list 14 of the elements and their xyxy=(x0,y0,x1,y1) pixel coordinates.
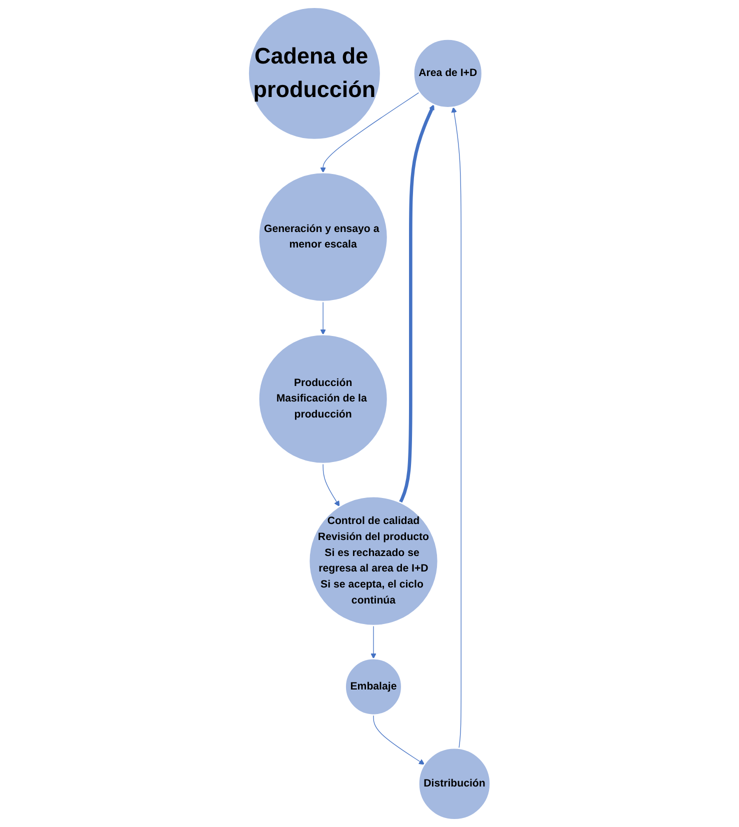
node-circle: Cadena de producción xyxy=(248,6,382,140)
node-circle: Generación y ensayo a menor escala xyxy=(258,172,388,302)
arrow xyxy=(320,301,326,335)
arrow xyxy=(370,625,377,659)
arrow xyxy=(399,104,435,504)
arrow xyxy=(320,92,420,173)
node-circle: Area de I+D xyxy=(413,38,483,108)
node-circle: Control de calidad Revisión del producto Si es rechazado se regresa al area de I+D Si se acepta, el ciclo continúa xyxy=(308,496,439,626)
arrow xyxy=(451,106,462,749)
arrow xyxy=(373,714,425,765)
node-circle: Producción Masificación de la producción xyxy=(258,334,388,464)
arrow xyxy=(322,463,340,507)
node-circle: Distribución xyxy=(418,747,492,820)
node-circle: Embalaje xyxy=(344,658,403,716)
